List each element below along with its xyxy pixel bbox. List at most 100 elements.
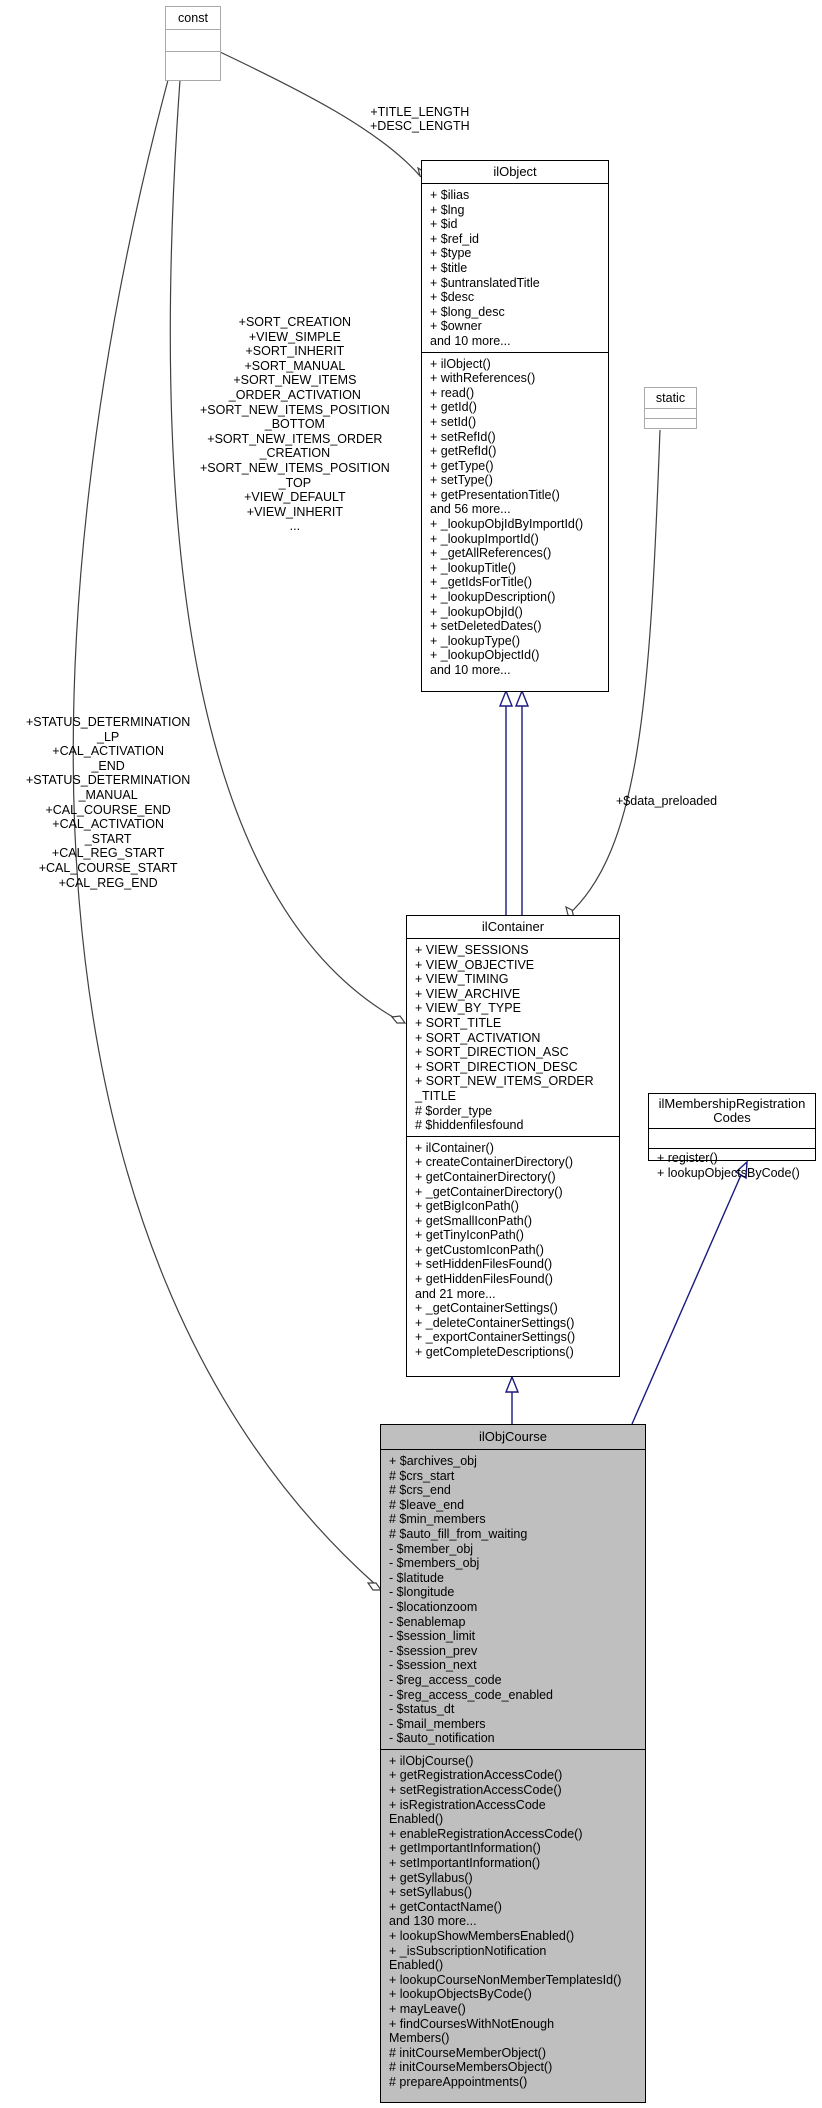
class-ilMembershipRegistrationCodes[interactable]: ilMembershipRegistration Codes + registe…	[648, 1093, 816, 1180]
method: + getType()	[430, 458, 494, 473]
method: and 10 more...	[430, 663, 511, 677]
methods-section	[166, 51, 220, 73]
attribute: - $latitude	[389, 1570, 444, 1585]
attribute: + VIEW_BY_TYPE	[415, 1001, 521, 1016]
attributes-section: + VIEW_SESSIONS+ VIEW_OBJECTIVE+ VIEW_TI…	[407, 938, 619, 1136]
attribute: + $ilias	[430, 188, 470, 202]
method: + getCustomIconPath()	[415, 1242, 544, 1257]
method: # prepareAppointments()	[389, 2074, 528, 2089]
method: + withReferences()	[430, 371, 536, 386]
method: + setHiddenFilesFound()	[415, 1257, 553, 1272]
attribute: - $auto_notification	[389, 1731, 495, 1746]
attribute: # $hiddenfilesfound	[415, 1118, 524, 1133]
attribute: # $crs_start	[389, 1468, 455, 1483]
method: + getTinyIconPath()	[415, 1228, 524, 1243]
attribute: + VIEW_SESSIONS	[415, 943, 529, 957]
method: + _lookupObjectId()	[430, 648, 540, 663]
class-const[interactable]: const	[165, 6, 221, 81]
method: # initCourseMemberObject()	[389, 2045, 546, 2060]
attribute: # $leave_end	[389, 1497, 465, 1512]
method: + _lookupImportId()	[430, 531, 539, 546]
attribute: + $untranslatedTitle	[430, 275, 540, 290]
method: + ilContainer()	[415, 1140, 494, 1155]
inherit-arrow-ilContainer	[504, 1375, 520, 1393]
attribute: + SORT_DIRECTION_ASC	[415, 1045, 569, 1060]
method: + setId()	[430, 414, 477, 429]
method: + register()	[657, 1151, 718, 1165]
edge-const-ilObject	[219, 51, 421, 177]
attributes-section: + $ilias+ $lng+ $id+ $ref_id+ $type+ $ti…	[422, 183, 608, 352]
aggregation-diamond-ilContainer	[390, 1015, 407, 1024]
attribute: - $locationzoom	[389, 1599, 478, 1614]
method: + mayLeave()	[389, 2001, 466, 2016]
attribute: + $desc	[430, 290, 475, 305]
attributes-section	[645, 408, 696, 418]
attribute: + $type	[430, 246, 472, 261]
edge-const-ilObjCourse	[72, 79, 377, 1586]
method: + enableRegistrationAccessCode()	[389, 1826, 583, 1841]
attribute: + $ref_id	[430, 231, 479, 246]
class-ilObjCourse[interactable]: ilObjCourse + $archives_obj# $crs_start#…	[380, 1424, 646, 2103]
method: + getContactName()	[389, 1899, 502, 1914]
methods-section: + register()+ lookupObjectsByCode()	[649, 1148, 815, 1183]
method: + getPresentationTitle()	[430, 487, 560, 502]
method: + _exportContainerSettings()	[415, 1330, 576, 1345]
method: + getBigIconPath()	[415, 1199, 519, 1214]
methods-section: + ilContainer()+ createContainerDirector…	[407, 1135, 619, 1363]
method: + setDeletedDates()	[430, 619, 542, 634]
method: Enabled()	[389, 1958, 444, 1973]
method: + _getIdsForTitle()	[430, 575, 533, 590]
method: + setType()	[430, 473, 493, 488]
method: Members()	[389, 2031, 450, 2046]
method: + _deleteContainerSettings()	[415, 1315, 575, 1330]
class-title: ilMembershipRegistration Codes	[658, 1096, 806, 1125]
method: + lookupCourseNonMemberTemplatesId()	[389, 1972, 622, 1987]
method: + lookupShowMembersEnabled()	[389, 1929, 575, 1943]
method: + setRegistrationAccessCode()	[389, 1783, 562, 1798]
class-ilContainer[interactable]: ilContainer + VIEW_SESSIONS+ VIEW_OBJECT…	[406, 915, 620, 1377]
attribute: - $enablemap	[389, 1614, 466, 1629]
method: + getHiddenFilesFound()	[415, 1272, 553, 1287]
inherit-arrow-codes	[734, 1160, 748, 1180]
method: + getId()	[430, 400, 477, 415]
class-title: static	[655, 391, 686, 405]
method: + _isSubscriptionNotification	[389, 1943, 547, 1958]
class-title: const	[178, 11, 208, 25]
class-static[interactable]: static	[644, 387, 697, 429]
class-title: ilContainer	[481, 919, 545, 934]
method: + _getContainerDirectory()	[415, 1184, 563, 1199]
method: Enabled()	[389, 1812, 444, 1827]
attribute: - $member_obj	[389, 1541, 474, 1556]
method: + getContainerDirectory()	[415, 1169, 556, 1184]
attribute: + $archives_obj	[389, 1454, 477, 1468]
method: + _lookupObjIdByImportId()	[430, 517, 584, 532]
class-ilObject[interactable]: ilObject + $ilias+ $lng+ $id+ $ref_id+ $…	[421, 160, 609, 692]
attribute: - $reg_access_code_enabled	[389, 1687, 554, 1702]
method: and 130 more...	[389, 1914, 477, 1929]
attribute: + VIEW_TIMING	[415, 972, 509, 987]
method: + getSyllabus()	[389, 1870, 473, 1885]
attribute: - $session_prev	[389, 1643, 478, 1658]
method: + getRefId()	[430, 444, 497, 459]
attribute: + VIEW_ARCHIVE	[415, 986, 521, 1001]
methods-section: + ilObject()+ withReferences()+ read()+ …	[422, 351, 608, 681]
inherit-arrow-a	[498, 689, 514, 707]
attributes-section	[166, 29, 220, 51]
attribute: # $order_type	[415, 1103, 493, 1118]
method: + getCompleteDescriptions()	[415, 1345, 574, 1360]
attribute: - $mail_members	[389, 1716, 486, 1731]
edge-label-const-ilContainer: +SORT_CREATION +VIEW_SIMPLE +SORT_INHERI…	[200, 315, 390, 534]
method: + createContainerDirectory()	[415, 1155, 574, 1170]
edge-const-ilContainer	[169, 79, 401, 1022]
aggregation-diamond-ilObjCourse	[366, 1582, 383, 1591]
methods-section	[645, 418, 696, 428]
edge-label-const-ilObject: +TITLE_LENGTH +DESC_LENGTH	[370, 105, 470, 133]
attribute: + $long_desc	[430, 304, 505, 319]
method: + ilObject()	[430, 356, 491, 371]
method: # initCourseMembersObject()	[389, 2060, 553, 2075]
method: + setSyllabus()	[389, 1885, 473, 1900]
method: + setRefId()	[430, 429, 496, 444]
method: + _getContainerSettings()	[415, 1301, 558, 1316]
attribute: - $session_next	[389, 1658, 477, 1673]
methods-section: + ilObjCourse()+ getRegistrationAccessCo…	[381, 1748, 645, 2093]
